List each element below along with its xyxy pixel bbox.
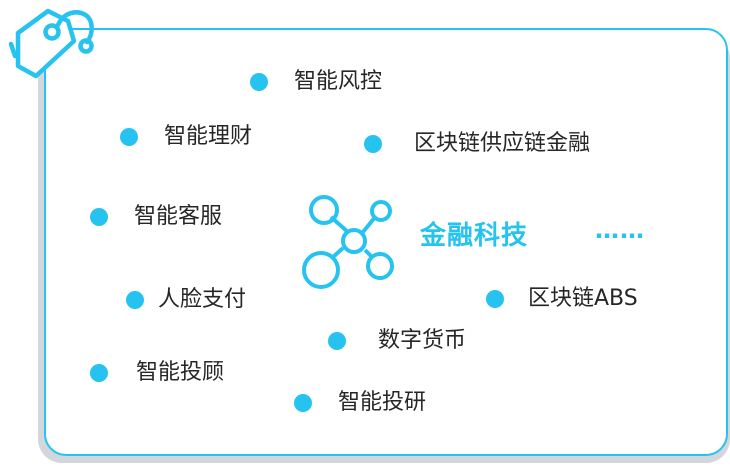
- list-item: 区块链ABS: [486, 288, 638, 310]
- price-tag-icon: [8, 8, 94, 79]
- list-item: 智能客服: [90, 206, 222, 228]
- item-label: 区块链供应链金融: [414, 131, 591, 156]
- list-item: 智能投顾: [90, 362, 224, 384]
- item-label: 智能理财: [164, 124, 253, 149]
- bullet-dot-icon: [294, 394, 312, 412]
- list-item: 智能投研: [294, 392, 426, 414]
- list-item: 人脸支付: [126, 289, 246, 311]
- bullet-dot-icon: [90, 208, 108, 226]
- bullet-dot-icon: [250, 73, 268, 91]
- item-label: 智能投顾: [136, 360, 225, 385]
- list-item: 智能风控: [250, 71, 382, 93]
- more-ellipsis: ……: [595, 216, 645, 244]
- item-label: 智能投研: [338, 390, 427, 415]
- item-label: 人脸支付: [158, 287, 247, 312]
- bullet-dot-icon: [486, 290, 504, 308]
- bullet-dot-icon: [364, 135, 382, 153]
- bullet-dot-icon: [90, 364, 108, 382]
- content-frame: [44, 28, 728, 456]
- bullet-dot-icon: [126, 291, 144, 309]
- network-nodes-icon: [302, 195, 394, 289]
- list-item: 智能理财: [120, 126, 252, 148]
- bullet-dot-icon: [120, 128, 138, 146]
- item-label: 区块链ABS: [528, 286, 638, 311]
- list-item: 区块链供应链金融: [364, 133, 590, 155]
- list-item: 数字货币: [328, 330, 466, 352]
- bullet-dot-icon: [328, 332, 346, 350]
- item-label: 数字货币: [378, 328, 467, 353]
- center-title: 金融科技: [420, 221, 529, 251]
- item-label: 智能客服: [134, 204, 223, 229]
- item-label: 智能风控: [294, 69, 383, 94]
